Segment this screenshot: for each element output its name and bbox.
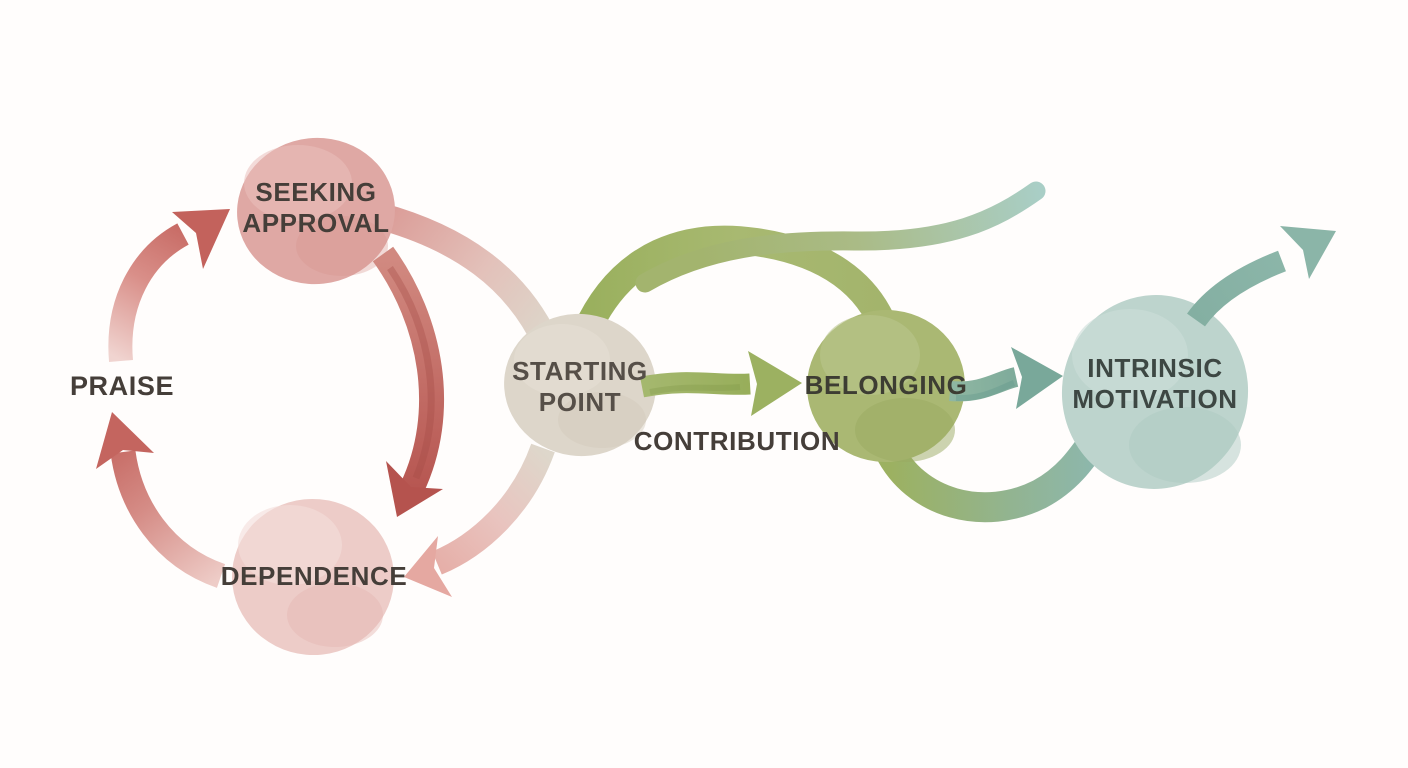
- band-belonging-to-intrinsic-underside: [874, 429, 1109, 523]
- arrow-belonging-to-intrinsic: [949, 347, 1063, 409]
- node-circle-dependence: [232, 498, 394, 656]
- node-circle-starting-point: [504, 313, 656, 457]
- arrowhead-up-right: [1280, 226, 1336, 279]
- arrow-shaft: [108, 223, 190, 363]
- watercolor-shade: [287, 583, 383, 647]
- arrow-intrinsic-outward: [1187, 226, 1336, 327]
- watercolor-highlight: [238, 505, 342, 585]
- watercolor-shade: [558, 392, 646, 448]
- arrow-seeking-approval-to-dependence: [372, 246, 445, 517]
- watercolor-vein: [955, 380, 1016, 402]
- watercolor-vein: [649, 384, 741, 395]
- watercolor-highlight: [514, 324, 610, 396]
- arrow-shaft: [639, 372, 751, 398]
- label-starting-point: STARTING POINT: [512, 356, 648, 417]
- watercolor-highlight: [820, 315, 920, 395]
- watercolor-shade: [1129, 407, 1241, 483]
- label-seeking-approval: SEEKING APPROVAL: [242, 177, 390, 238]
- arrowhead-down: [386, 461, 443, 517]
- arrow-shaft: [372, 246, 445, 494]
- swoosh-olive-to-teal: [635, 181, 1046, 293]
- label-belonging: BELONGING: [804, 370, 968, 400]
- label-intrinsic-motivation: INTRINSIC MOTIVATION: [1072, 353, 1238, 414]
- watercolor-shade: [296, 216, 388, 276]
- watercolor-highlight: [1072, 309, 1188, 401]
- node-circle-seeking-approval: [237, 137, 395, 285]
- arrow-contribution: [639, 351, 802, 416]
- arrowhead-right: [748, 351, 802, 416]
- arrow-starting-point-to-dependence: [404, 443, 555, 597]
- label-contribution: CONTRIBUTION: [633, 426, 841, 456]
- connector-bands: [376, 181, 1109, 523]
- watercolor-vein: [387, 266, 435, 480]
- arrow-shaft: [110, 450, 226, 588]
- band-seeking-to-starting: [376, 202, 559, 348]
- node-circle-intrinsic-motivation: [1061, 295, 1249, 489]
- arrow-shaft: [431, 443, 555, 575]
- label-praise: PRAISE: [69, 371, 175, 401]
- arrowhead-right: [1011, 347, 1063, 409]
- arrow-shaft: [1187, 250, 1287, 327]
- arrow-praise-to-seeking-approval: [108, 209, 230, 363]
- arrowhead-left: [404, 536, 452, 597]
- node-circle-belonging: [807, 309, 965, 463]
- arrowhead-up-right: [172, 209, 230, 269]
- watercolor-shade: [855, 398, 955, 462]
- arrowhead-up: [96, 412, 154, 469]
- label-dependence: DEPENDENCE: [220, 561, 408, 591]
- watercolor-highlight: [244, 145, 352, 221]
- arrow-shaft: [949, 367, 1019, 402]
- arrow-dependence-to-praise: [96, 412, 226, 588]
